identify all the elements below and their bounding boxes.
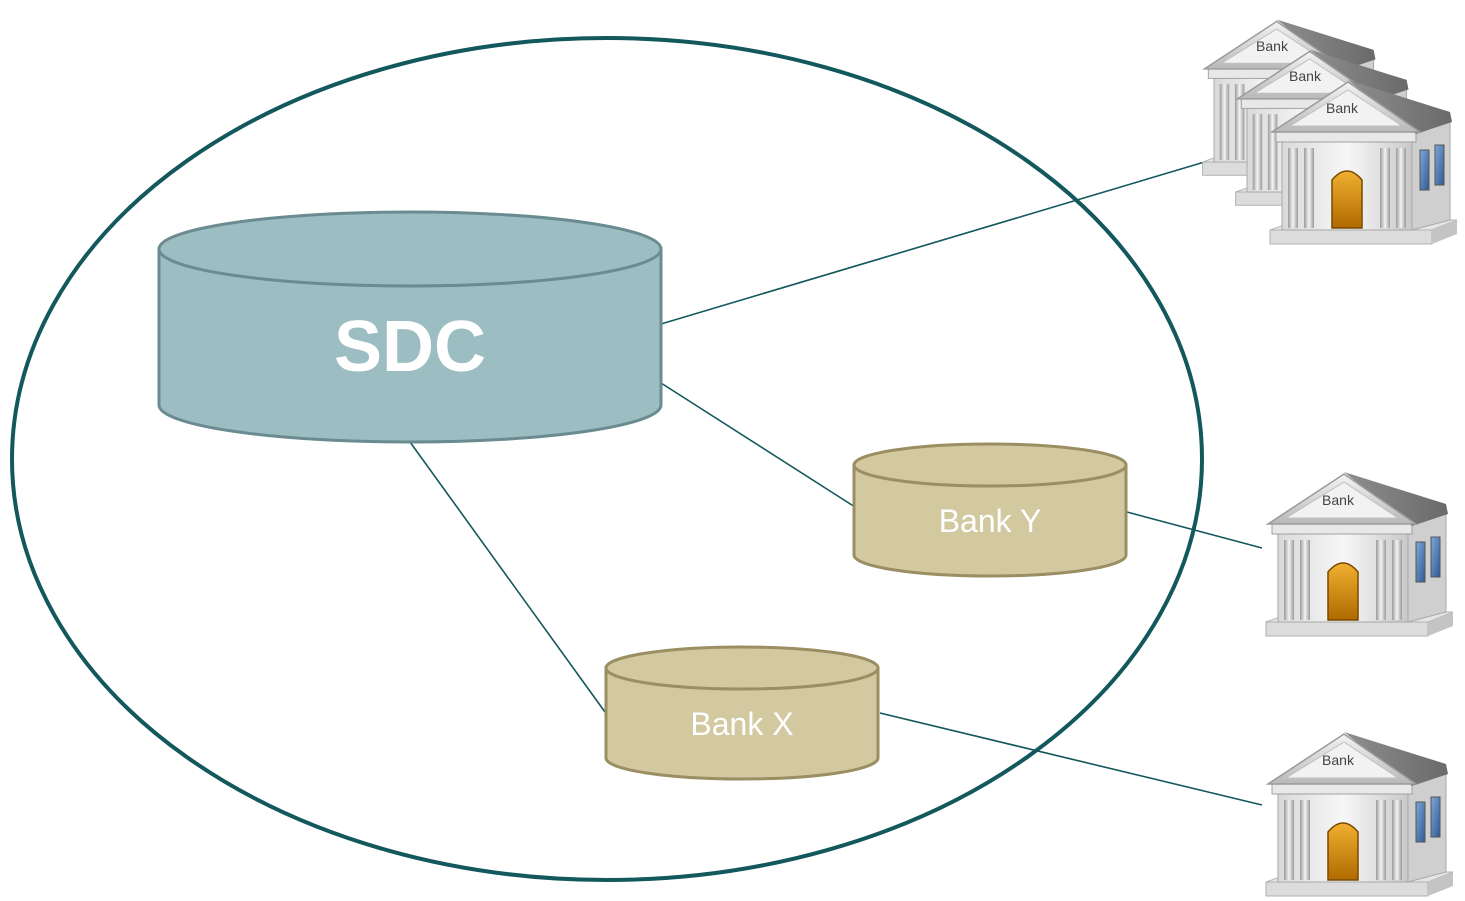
- bank-x-database-node: Bank X: [604, 645, 880, 781]
- bank-sign-label: Bank: [1322, 492, 1355, 508]
- sdc-cylinder-body: [157, 247, 663, 444]
- bank-x-cylinder-top: [604, 645, 880, 691]
- bank-sign-label: Bank: [1326, 100, 1359, 116]
- bank-building-icon-group: Bank Bank Bank: [1201, 18, 1458, 245]
- bank-x-cylinder-body: [604, 666, 880, 781]
- bank-building-icon: Bank: [1201, 18, 1381, 177]
- bank-y-label: Bank Y: [939, 503, 1042, 539]
- edge-bank-x-to-bank-icon: [879, 712, 1263, 806]
- bank-building-icon: Bank: [1269, 79, 1458, 245]
- bank-y-database-node: Bank Y: [852, 442, 1128, 578]
- sdc-label: SDC: [334, 307, 486, 387]
- sdc-database-node: SDC: [157, 210, 663, 444]
- sdc-cylinder-top: [157, 210, 663, 288]
- bank-sign-label: Bank: [1256, 38, 1289, 54]
- edge-sdc-to-bank-y: [660, 382, 856, 508]
- bank-sign-label: Bank: [1289, 68, 1322, 84]
- bank-y-cylinder-top: [852, 442, 1128, 488]
- edge-bank-y-to-bank-icon: [1126, 511, 1263, 549]
- sdc-boundary-ellipse: [10, 36, 1204, 882]
- bank-sign-label: Bank: [1322, 752, 1355, 768]
- edge-sdc-to-bank-group: [660, 154, 1229, 325]
- bank-building-icon: Bank: [1265, 731, 1454, 897]
- bank-building-icon: Bank: [1265, 471, 1454, 637]
- edge-sdc-to-bank-x: [409, 441, 606, 713]
- bank-building-icon: Bank: [1234, 48, 1414, 207]
- bank-x-label: Bank X: [690, 706, 793, 742]
- connectors: [409, 154, 1263, 806]
- bank-y-cylinder-body: [852, 463, 1128, 578]
